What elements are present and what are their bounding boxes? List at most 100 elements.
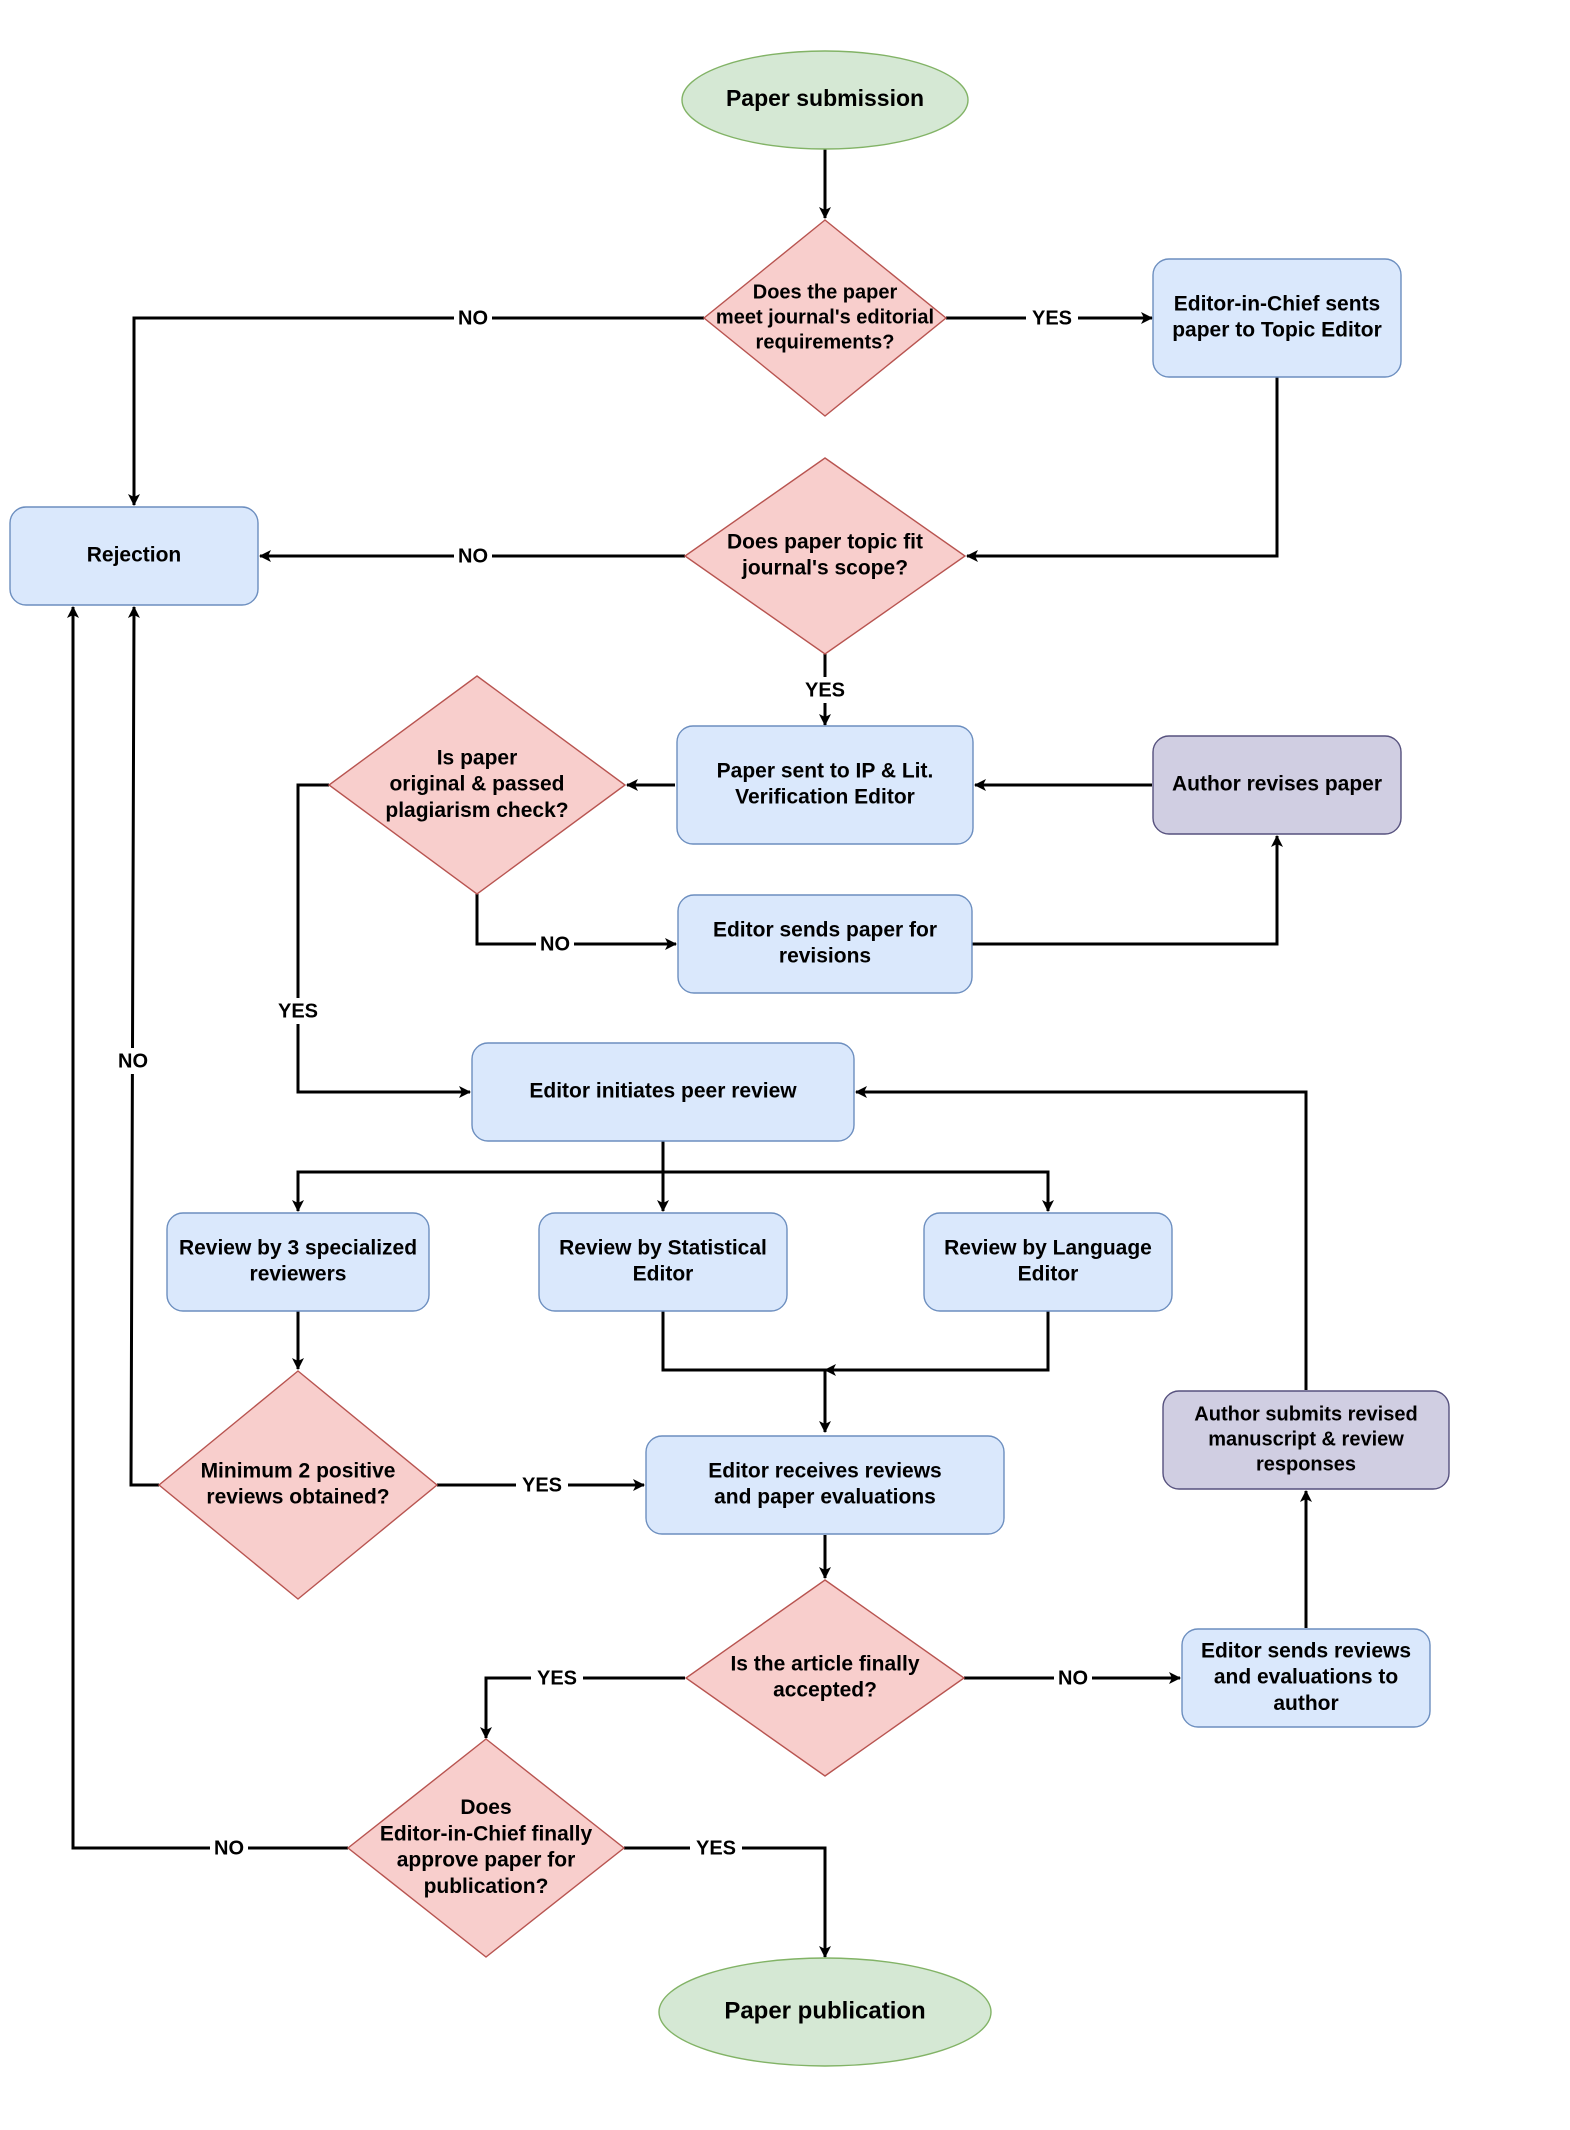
node-label-line: Review by Statistical [559,1236,767,1259]
node-shape [684,1579,966,1777]
node-label-line: meet journal's editorial [716,306,934,328]
node-shape [677,894,973,994]
node-shape [327,675,627,895]
edge-label-background [272,998,324,1024]
node-label-line: Editor [633,1263,694,1286]
node-label-line: Verification Editor [735,786,915,809]
edge-label-background [516,1472,568,1498]
edge-label-yes: YES [537,1667,577,1689]
node-label-line: reviewers [250,1263,347,1286]
edge-plagiarism-to-send_revisions [475,894,677,950]
node-shape [1152,258,1402,378]
edge-label-yes: YES [1032,307,1072,329]
edge-finally_accepted-to-eic_approve [480,1676,685,1739]
node-shape [645,1435,1005,1535]
edges-layer [67,149,1312,1958]
edge-label-no: NO [214,1837,244,1859]
edge-label-background [690,1835,742,1861]
edge-label-background [114,1048,152,1074]
node-label-line: Author revises paper [1172,773,1382,796]
edge-label-no: NO [458,307,488,329]
node-shape [1162,1390,1450,1490]
node-shape [157,1370,439,1600]
edge-eic_approve-to-rejection [67,606,348,1850]
edge-topic_editor-to-scope [966,377,1279,562]
node-shape [702,219,948,417]
edge-editorial-to-rejection [128,316,704,506]
node-label-line: Author submits revised [1194,1403,1417,1425]
edge-review_language-to-receives_reviews [824,1311,1050,1376]
edge-label-yes: YES [696,1837,736,1859]
node-shape [683,457,967,655]
process-rejection: Rejection [9,506,259,606]
node-label-line: paper to Topic Editor [1172,319,1382,342]
node-label-line: reviews obtained? [206,1486,389,1509]
node-shape [923,1212,1173,1312]
decision-scope: Does paper topic fit journal's scope? [683,457,967,655]
node-label-line: revisions [779,945,871,968]
edge-review_statistical-to-receives_reviews [661,1311,831,1433]
node-label-line: original & passed [389,773,564,796]
node-label-line: Does [460,1796,511,1819]
process-review-specialized: Review by 3 specialized reviewers [166,1212,430,1312]
node-label-line: Editor sends reviews [1201,1639,1411,1662]
edge-send_revisions-to-author_revises [972,835,1283,946]
node-label-line: Does the paper [753,281,898,303]
node-label-line: Review by 3 specialized [179,1236,417,1259]
edge-label-background [536,931,574,957]
edge-label-background [531,1665,583,1691]
node-label-line: and paper evaluations [714,1486,936,1509]
node-label-line: Paper submission [726,85,924,111]
node-label-line: Minimum 2 positive [201,1459,396,1482]
node-label-line: journal's scope? [741,557,908,580]
edge-label-yes: YES [278,1000,318,1022]
edge-label-background [210,1835,248,1861]
node-label-line: Review by Language [944,1236,1152,1259]
edge-label-background [454,305,492,331]
terminal-submission: Paper submission [681,50,969,150]
node-shape [681,50,969,150]
node-shape [1181,1628,1431,1728]
edge-label-background [1054,1665,1092,1691]
node-shape [538,1212,788,1312]
edge-peer_review-to-review_specialized [292,1141,665,1212]
node-label-line: and evaluations to [1214,1666,1398,1689]
edge-label-background [1026,305,1078,331]
node-label-line: manuscript & review [1208,1428,1404,1450]
edge-author_submits-to-peer_review [855,1086,1308,1390]
edge-eic_approve-to-publication [624,1846,831,1958]
process-send-revisions: Editor sends paper for revisions [677,894,973,994]
terminal-publication: Paper publication [658,1957,992,2067]
node-label-line: Editor initiates peer review [529,1080,797,1103]
edge-label-background [454,543,492,569]
node-label-line: Editor [1018,1263,1079,1286]
process-author-revises: Author revises paper [1152,735,1402,835]
edge-label-background [799,677,851,703]
decision-min-positive: Minimum 2 positive reviews obtained? [157,1370,439,1600]
edge-plagiarism-to-peer_review [296,783,471,1098]
process-author-submits: Author submits revised manuscript & revie… [1162,1390,1450,1490]
node-label-line: Paper sent to IP & Lit. [717,759,934,782]
node-label-line: accepted? [773,1679,877,1702]
node-label-line: approve paper for [397,1849,576,1872]
node-label-line: Editor sends paper for [713,918,937,941]
node-label-line: Does paper topic fit [727,530,923,553]
edge-label-yes: YES [522,1474,562,1496]
edge-label-no: NO [118,1050,148,1072]
node-label-line: Rejection [87,544,182,567]
edge-min_positive-to-rejection [127,606,159,1487]
node-label-line: responses [1256,1453,1356,1475]
node-shape [658,1957,992,2067]
node-label-line: plagiarism check? [385,799,568,822]
node-label-line: Editor-in-Chief finally [380,1822,593,1845]
